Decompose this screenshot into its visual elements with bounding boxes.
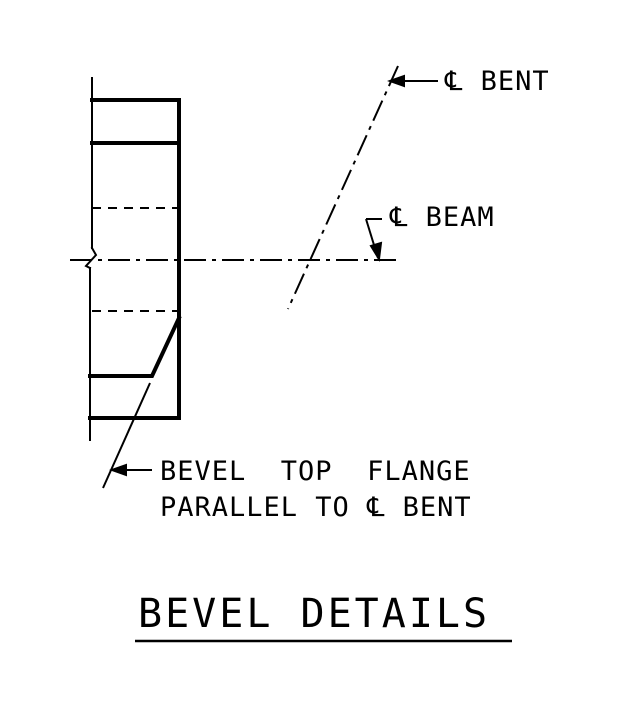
- bent-centerline-label: ℄ BENT: [444, 66, 550, 97]
- bent-leader-arrowhead: [387, 74, 405, 88]
- bent-centerline: [287, 65, 399, 310]
- hidden-lines: [92, 207, 179, 312]
- bevel-note-leader: [102, 382, 152, 489]
- bevel-edge: [88, 315, 182, 378]
- beam-leader: [365, 218, 383, 262]
- bevel-note-line-2: PARALLEL TO ℄ BENT: [160, 492, 472, 523]
- bent-leader: [387, 74, 438, 88]
- bevel-note-line-1: BEVEL TOP FLANGE: [160, 456, 471, 487]
- beam-leader-arrowhead: [369, 241, 383, 262]
- drawing-title: BEVEL DETAILS: [138, 591, 490, 637]
- beam-centerline-label: ℄ BEAM: [389, 202, 495, 233]
- bevel-note-arrowhead: [109, 463, 127, 477]
- beam-flange-outline: [84, 77, 182, 441]
- break-symbol: [84, 246, 98, 270]
